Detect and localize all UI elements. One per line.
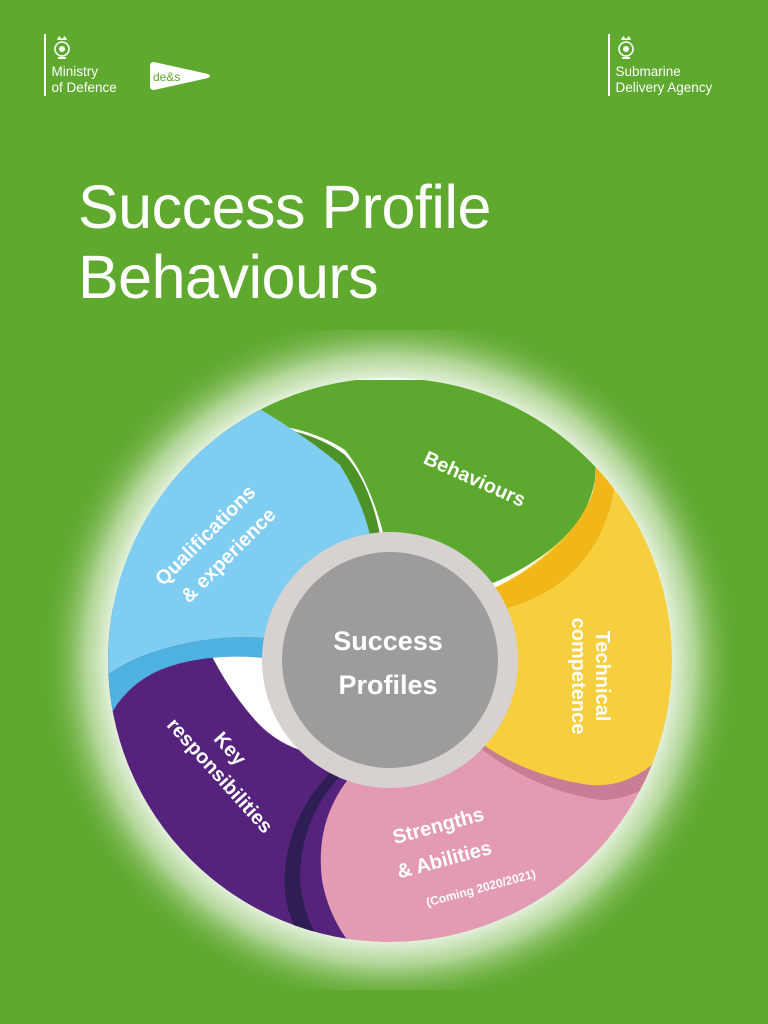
title-line-1: Success Profile (78, 173, 491, 241)
sda-line-2: Delivery Agency (615, 80, 713, 95)
royal-crest-icon (618, 36, 634, 59)
center-hub (282, 552, 498, 768)
sda-logo-text: Submarine Delivery Agency (616, 34, 713, 96)
segment-behaviours (200, 380, 596, 585)
segment-qualifications-shadow (108, 636, 282, 740)
mod-logo: Ministry of Defence (44, 34, 117, 96)
mod-logo-text: Ministry of Defence (52, 34, 117, 96)
des-label: de&s (153, 70, 180, 84)
title-line-2: Behaviours (78, 243, 379, 311)
center-label-line-1: Success (333, 626, 443, 656)
segment-technical-shadow (490, 395, 615, 610)
center-label-line-2: Profiles (338, 670, 437, 700)
success-profiles-wheel: Success Profiles Behaviours Technical co… (40, 330, 740, 990)
segment-behaviours-shadow (210, 424, 382, 550)
mod-line-1: Ministry (51, 64, 99, 79)
logo-divider (608, 34, 610, 96)
sda-logo: Submarine Delivery Agency (608, 34, 712, 96)
segment-key-shadow (284, 748, 370, 942)
mod-line-2: of Defence (51, 80, 117, 95)
royal-crest-icon (54, 36, 70, 59)
technical-label-line-2: competence (567, 618, 589, 735)
technical-label-line-1: Technical (591, 631, 613, 722)
page-title: Success Profile Behaviours (78, 172, 491, 312)
logo-divider (44, 34, 46, 96)
sda-line-1: Submarine (615, 64, 681, 79)
des-logo: de&s (150, 62, 210, 90)
